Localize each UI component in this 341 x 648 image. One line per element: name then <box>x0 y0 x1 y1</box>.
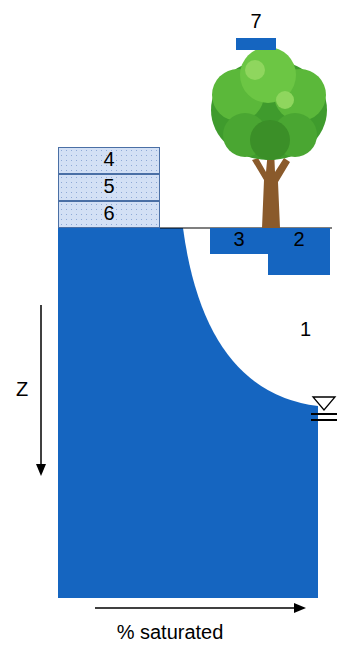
surface-layer-box: 6 <box>58 201 160 228</box>
depth-arrow <box>36 305 46 476</box>
tree <box>211 47 327 228</box>
soil-zone-box: 2 <box>268 228 330 275</box>
water-table-symbol <box>311 397 337 420</box>
surface-layer-box: 5 <box>58 174 160 201</box>
water-region <box>58 228 318 598</box>
callout-number: 3 <box>210 228 268 250</box>
blue-bar <box>236 38 276 50</box>
saturation-arrow <box>95 603 306 613</box>
callout-number: 6 <box>59 202 159 224</box>
callout-number: 7 <box>236 10 276 32</box>
axis-label: % saturated <box>117 621 224 643</box>
soil-zone-box: 3 <box>210 228 268 254</box>
callout-bar: 7 <box>236 10 276 50</box>
zone-number: 1 <box>300 318 311 340</box>
surface-layer-box: 4 <box>58 147 160 174</box>
callout-number: 4 <box>59 148 159 170</box>
callout-number: 5 <box>59 175 159 197</box>
axis-label: Z <box>16 378 28 400</box>
callout-number: 2 <box>268 228 330 250</box>
